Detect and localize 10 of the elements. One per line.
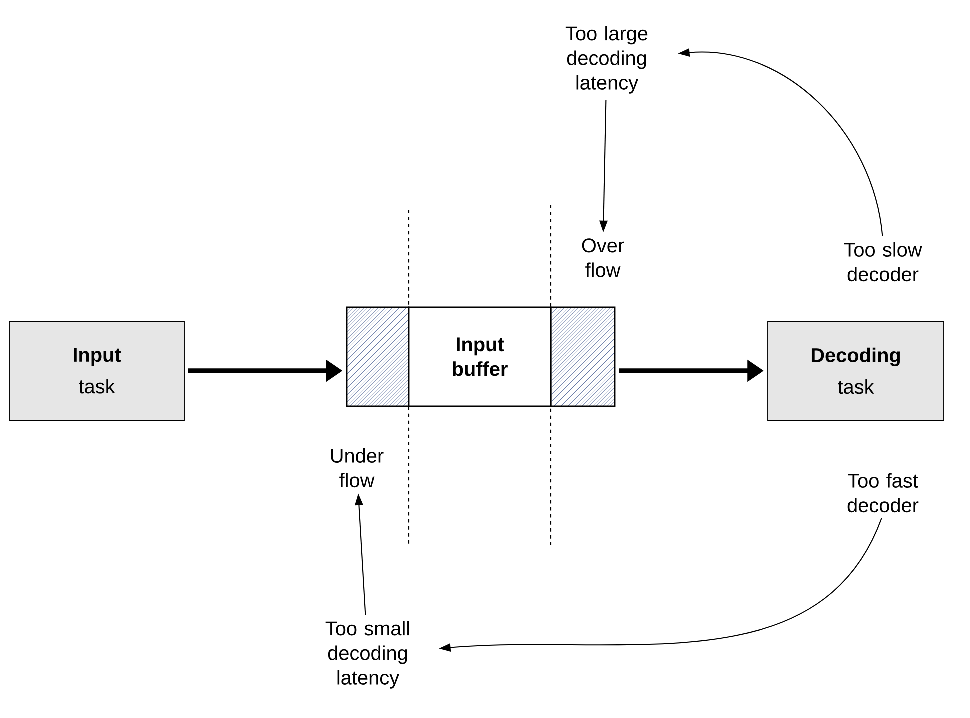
- annotation-text: Too slow decoder: [844, 242, 922, 282]
- annotation-text: Too large decoding latency: [566, 26, 648, 94]
- task-box: Input task: [9, 321, 185, 421]
- annotation-text: Too small decoding latency: [326, 621, 410, 689]
- annotation-text: Under flow: [320, 446, 394, 490]
- annotation-text: Too fast decoder: [848, 473, 919, 513]
- annotation-text: Over flow: [582, 238, 624, 278]
- hatched-box: [550, 306, 616, 408]
- buffer-box: Input buffer: [408, 306, 552, 408]
- task-box: Decoding task: [768, 321, 944, 421]
